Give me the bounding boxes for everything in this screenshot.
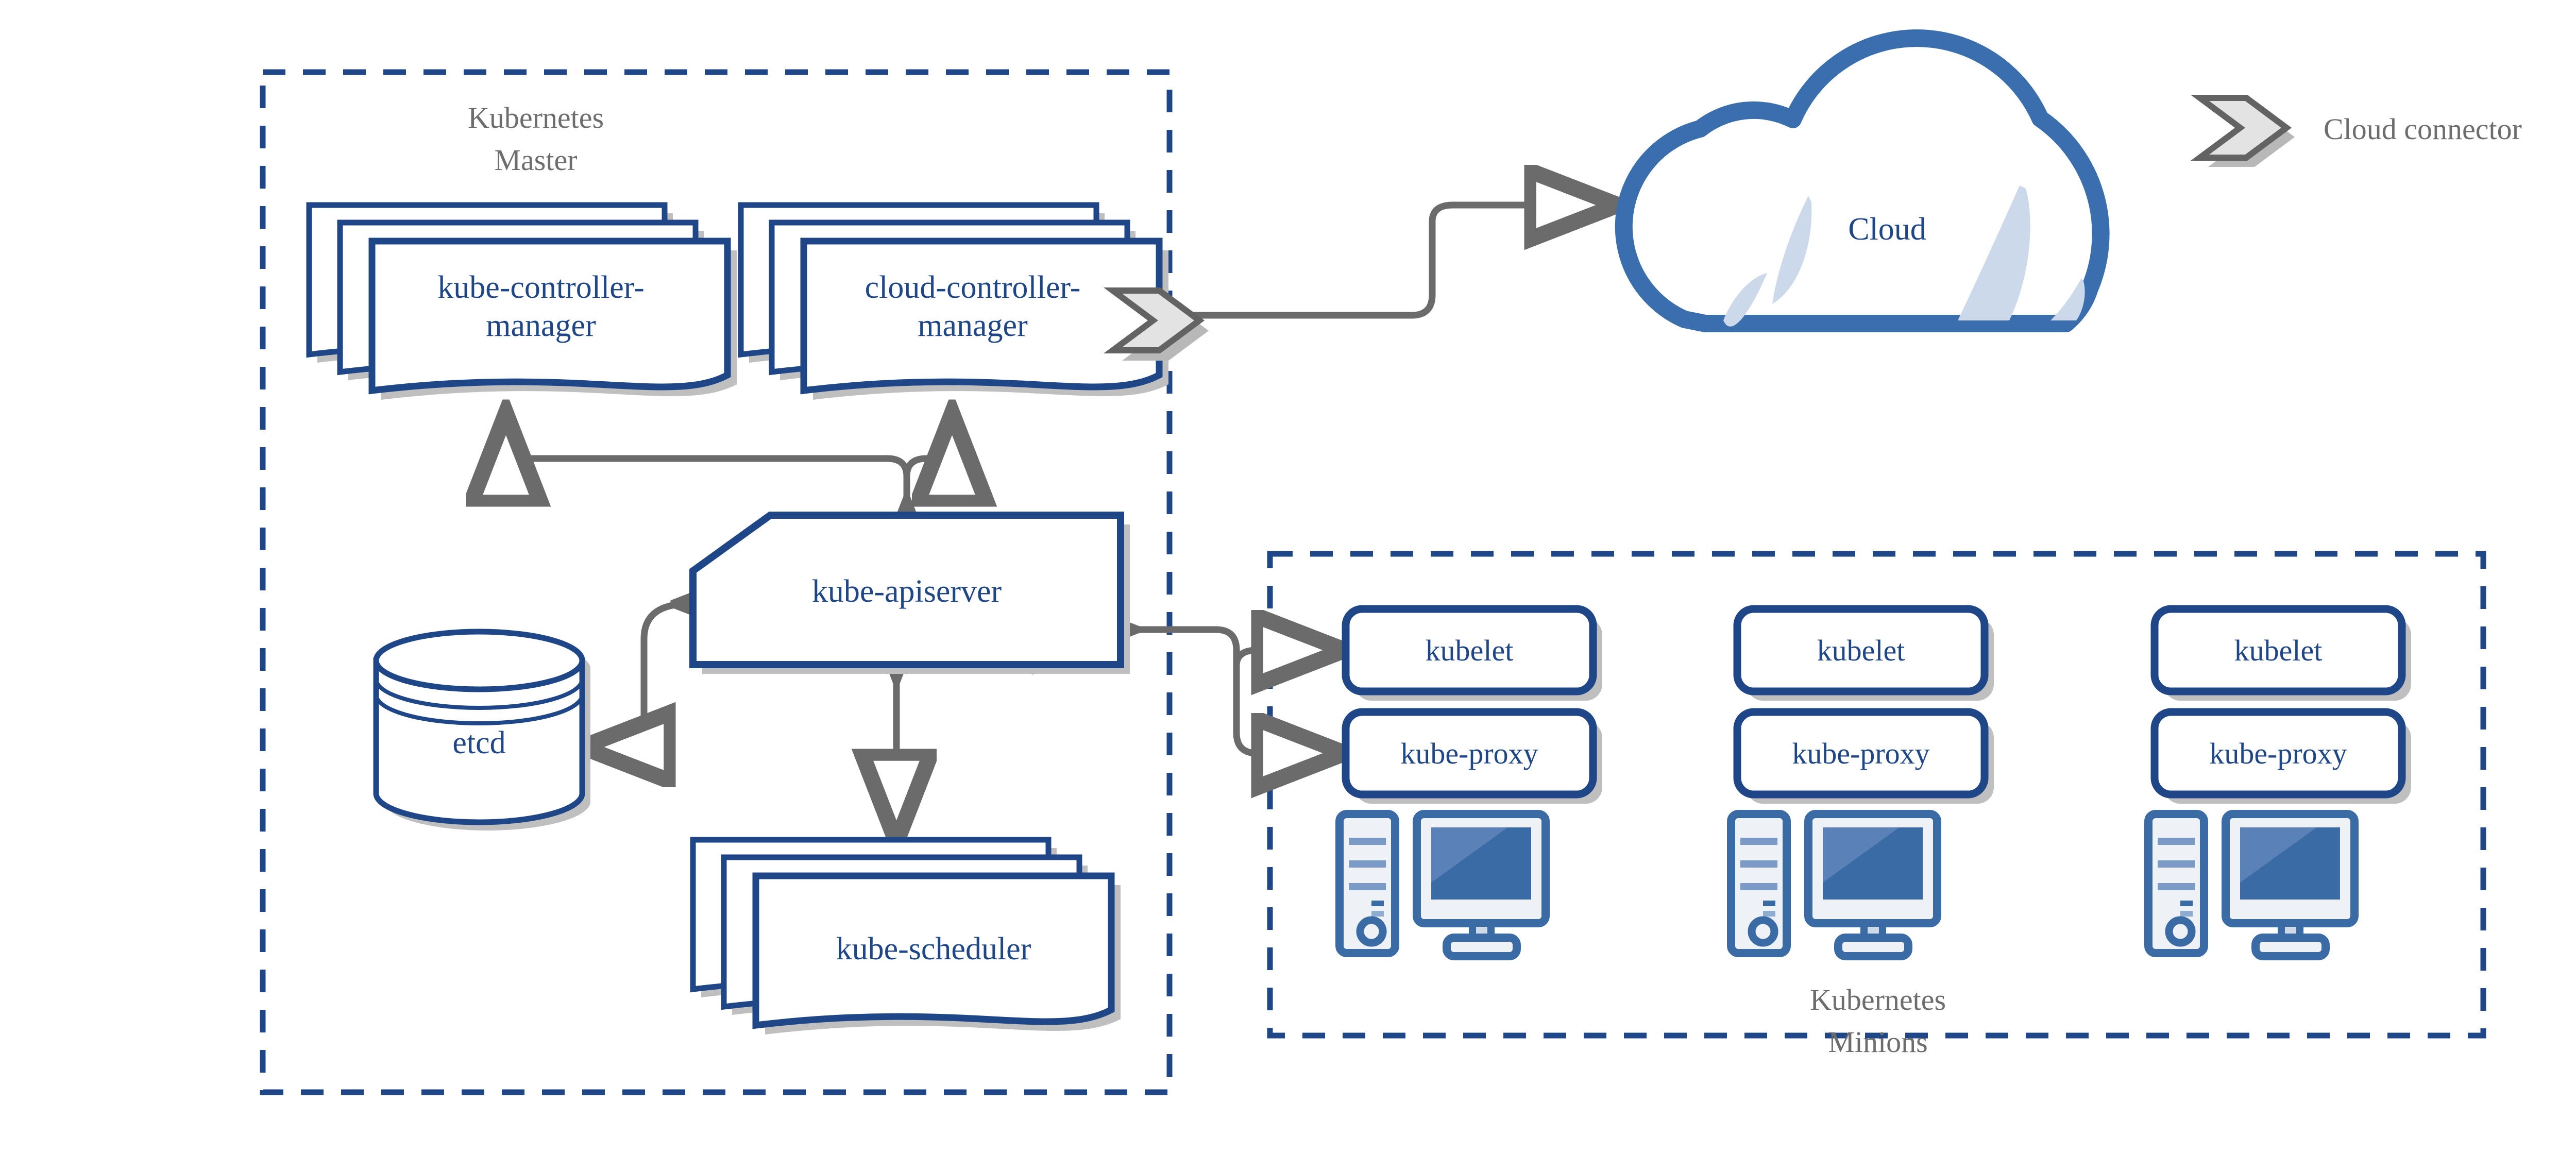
monitor-base bbox=[1443, 934, 1521, 960]
etcd-label: etcd bbox=[452, 725, 505, 760]
minions-group-label-line2: Minions bbox=[1828, 1025, 1927, 1059]
pc-led-2 bbox=[2180, 911, 2193, 917]
connector-apiserver-cloud-controller-manager bbox=[903, 418, 952, 515]
cloud-accents bbox=[1723, 185, 2085, 327]
group-kubernetes-master: Kubernetes Master bbox=[260, 69, 1173, 1095]
kubelet-box bbox=[1342, 605, 1597, 696]
minion-3: kubelet kube-proxy bbox=[2144, 605, 2411, 960]
doc-sheet-front bbox=[752, 872, 1115, 1029]
minion-1-kubelet-label: kubelet bbox=[1426, 634, 1514, 667]
master-group-border bbox=[260, 69, 1173, 1095]
doc-sheet-front bbox=[368, 238, 731, 395]
minion-2-kubelet-label: kubelet bbox=[1817, 634, 1905, 667]
minion-1: kubelet kube-proxy bbox=[1335, 605, 1602, 960]
pc-led-1 bbox=[2180, 901, 2193, 906]
minion-2: kubelet kube-proxy bbox=[1727, 605, 1994, 960]
group-kubernetes-minions: Kubernetes Minions bbox=[1267, 551, 2486, 1059]
node-kube-scheduler[interactable]: kube-scheduler bbox=[690, 837, 1121, 1035]
pc-led-1 bbox=[1371, 901, 1384, 906]
connector-apiserver-etcd bbox=[587, 604, 689, 747]
pc-drive-slot-2 bbox=[1349, 860, 1386, 868]
monitor-screen bbox=[1823, 827, 1923, 900]
minion-3-kube-proxy-label: kube-proxy bbox=[2209, 737, 2347, 770]
kube-scheduler-label: kube-scheduler bbox=[836, 931, 1031, 967]
pc-drive-slot-1 bbox=[2158, 838, 2195, 845]
minion-1-computer-icon bbox=[1335, 810, 1550, 960]
cloud-shape bbox=[1615, 29, 2110, 332]
cloud-connector-icon-chevron bbox=[1103, 287, 1205, 353]
kubelet-box bbox=[2150, 605, 2406, 696]
connector-cloud-controller-manager-cloud bbox=[1180, 205, 1613, 319]
kube-proxy-box bbox=[1342, 708, 1597, 799]
cloud-connector-legend-icon bbox=[2190, 95, 2292, 161]
minion-3-kubelet-box[interactable]: kubelet bbox=[2150, 605, 2411, 701]
node-etcd[interactable]: etcd bbox=[373, 629, 590, 830]
minion-1-kubelet-box[interactable]: kubelet bbox=[1342, 605, 1602, 701]
node-cloud-controller-manager[interactable]: cloud-controller- manager bbox=[738, 202, 1168, 400]
pc-drive-slot-2 bbox=[2158, 860, 2195, 868]
connector-apiserver-minion-kube-proxy bbox=[1121, 630, 1340, 753]
pc-drive-slot-3 bbox=[1740, 883, 1777, 890]
legend: Cloud connector bbox=[2190, 95, 2522, 167]
etcd-body bbox=[373, 657, 585, 825]
cloud-controller-manager-label-line1: cloud-controller- bbox=[865, 270, 1081, 305]
minion-1-kube-proxy-box[interactable]: kube-proxy bbox=[1342, 708, 1602, 804]
cloud-connector-icon bbox=[1103, 287, 1209, 361]
pc-led-2 bbox=[1763, 911, 1775, 917]
kube-apiserver-label: kube-apiserver bbox=[812, 574, 1002, 609]
pc-power-button bbox=[1748, 916, 1778, 947]
pc-power-button bbox=[1356, 916, 1387, 947]
node-cloud[interactable]: Cloud bbox=[1615, 29, 2110, 344]
monitor-base bbox=[1834, 934, 1912, 960]
legend-label: Cloud connector bbox=[2324, 112, 2522, 146]
kubelet-box bbox=[1733, 605, 1989, 696]
etcd-band-2 bbox=[374, 694, 584, 725]
pc-led-1 bbox=[1763, 901, 1775, 906]
connector-apiserver-minion-kubelet bbox=[1233, 650, 1340, 666]
minion-2-computer-icon bbox=[1727, 810, 1941, 960]
monitor-screen bbox=[1431, 827, 1531, 900]
pc-drive-slot-3 bbox=[2158, 883, 2195, 890]
cloud-controller-manager-label-line2: manager bbox=[918, 308, 1028, 343]
kube-controller-manager-label-line1: kube-controller- bbox=[437, 270, 645, 305]
pc-power-button bbox=[2165, 916, 2196, 947]
kube-proxy-box bbox=[1733, 708, 1989, 799]
connector-apiserver-kube-controller-manager bbox=[506, 418, 907, 515]
etcd-top-ellipse bbox=[373, 629, 585, 692]
minion-3-kube-proxy-box[interactable]: kube-proxy bbox=[2150, 708, 2411, 804]
pc-drive-slot-1 bbox=[1349, 838, 1386, 845]
minion-2-kube-proxy-box[interactable]: kube-proxy bbox=[1733, 708, 1994, 804]
pc-led-2 bbox=[1371, 911, 1384, 917]
connector-group bbox=[506, 205, 1613, 837]
node-kube-apiserver[interactable]: kube-apiserver bbox=[689, 512, 1130, 674]
node-kube-controller-manager[interactable]: kube-controller- manager bbox=[306, 202, 737, 400]
kube-controller-manager-label-line2: manager bbox=[486, 308, 596, 343]
master-group-label-line2: Master bbox=[494, 143, 577, 177]
monitor-screen bbox=[2240, 827, 2340, 900]
minion-3-computer-icon bbox=[2144, 810, 2359, 960]
apiserver-shape bbox=[689, 512, 1124, 668]
monitor-base bbox=[2251, 934, 2330, 960]
minion-3-kubelet-label: kubelet bbox=[2234, 634, 2323, 667]
kube-proxy-box bbox=[2150, 708, 2406, 799]
cloud-label: Cloud bbox=[1848, 212, 1926, 247]
pc-drive-slot-2 bbox=[1740, 860, 1777, 868]
minions-group-label-line1: Kubernetes bbox=[1810, 983, 1946, 1016]
doc-sheet-front bbox=[800, 238, 1163, 395]
pc-drive-slot-1 bbox=[1740, 838, 1777, 845]
master-group-label-line1: Kubernetes bbox=[468, 101, 604, 134]
minion-1-kube-proxy-label: kube-proxy bbox=[1400, 737, 1538, 770]
pc-drive-slot-3 bbox=[1349, 883, 1386, 890]
etcd-band-1 bbox=[374, 679, 584, 710]
minion-2-kube-proxy-label: kube-proxy bbox=[1792, 737, 1929, 770]
minion-2-kubelet-box[interactable]: kubelet bbox=[1733, 605, 1994, 701]
